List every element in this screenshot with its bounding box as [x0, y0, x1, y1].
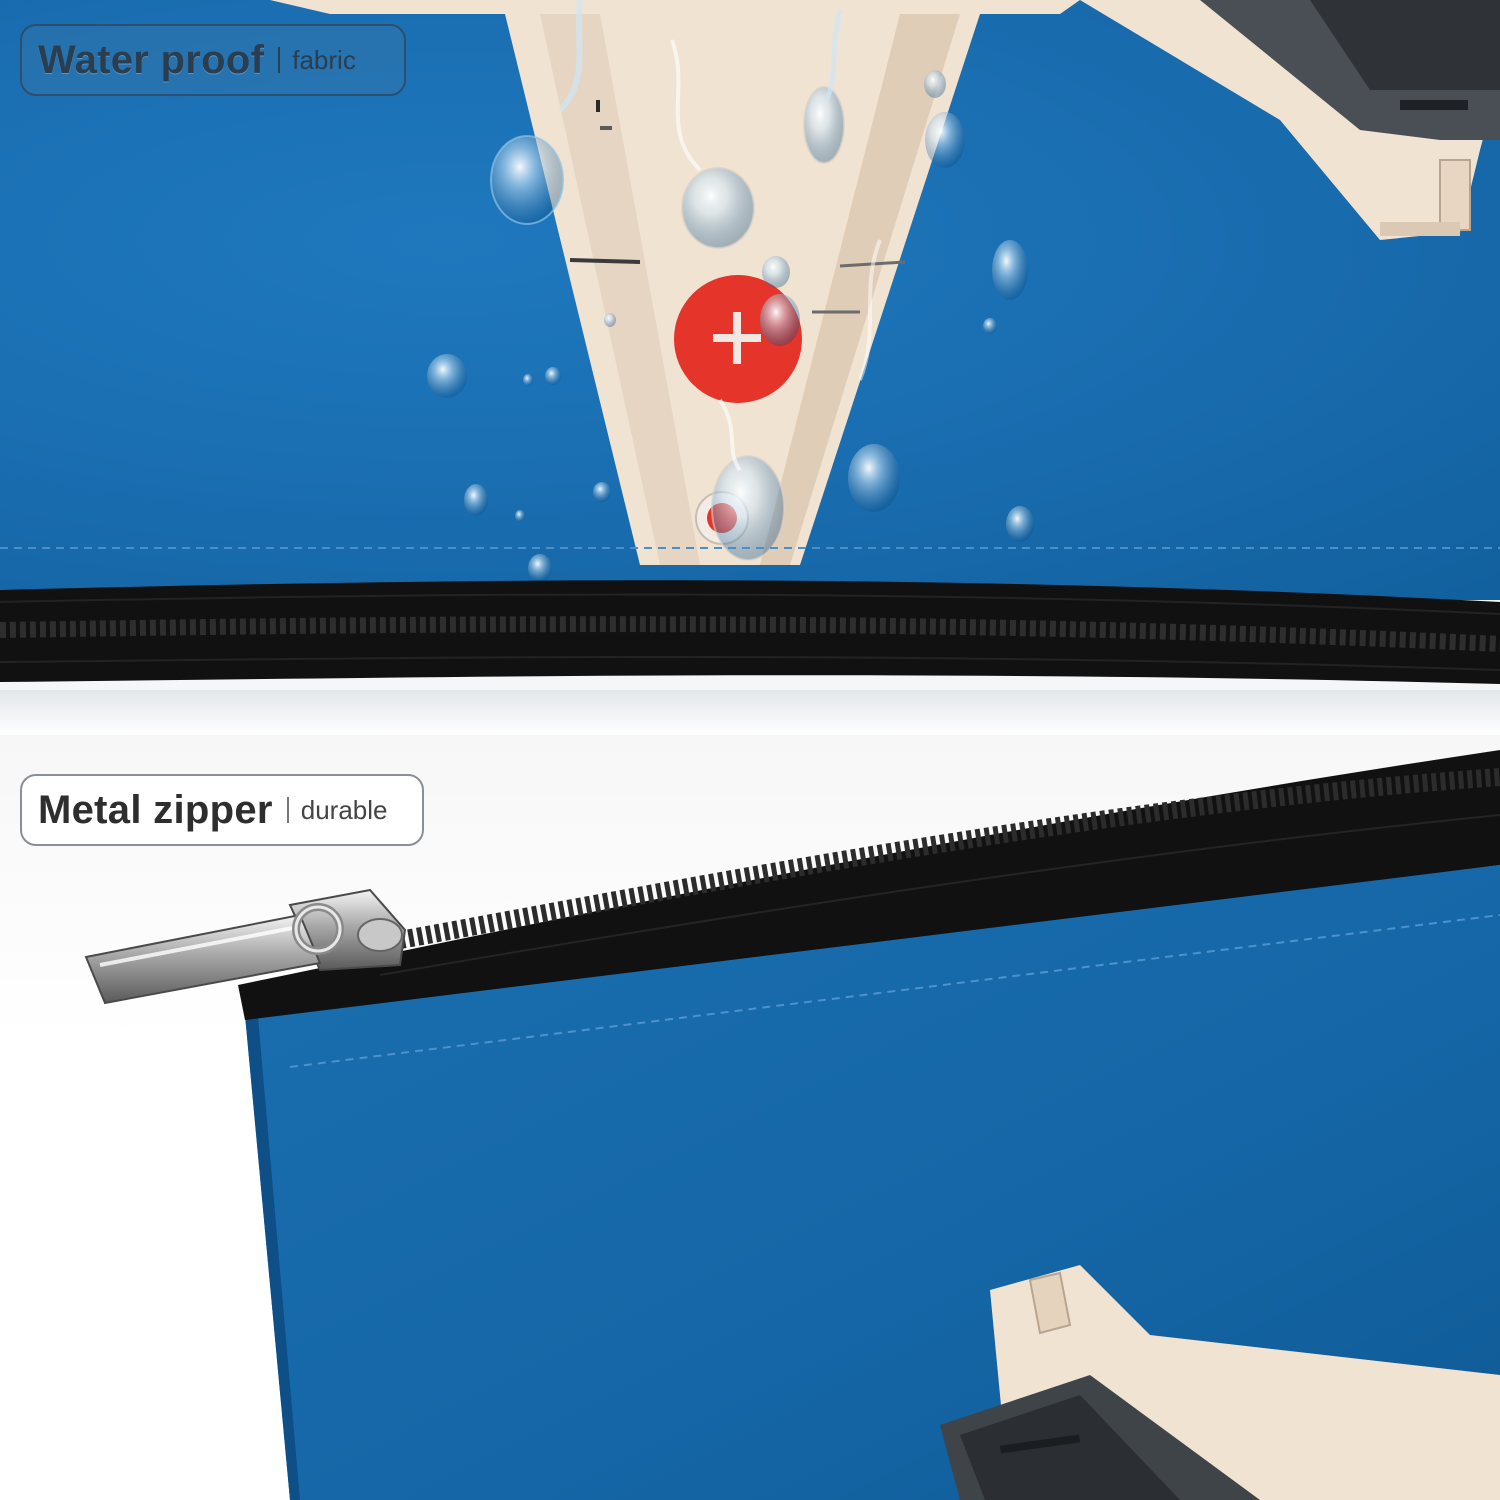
aircraft-print-bottom	[940, 1265, 1500, 1500]
zipper-scene	[84, 750, 1500, 1500]
metal-zipper-badge: Metal zipper durable	[20, 774, 424, 846]
zipper-tape-top	[0, 580, 1500, 684]
badge-title: Water proof	[38, 37, 265, 82]
badge-subtitle: fabric	[292, 44, 356, 75]
aircraft-print-top	[0, 0, 1500, 582]
water-drop-icon	[427, 0, 1034, 582]
badge-title: Metal zipper	[38, 787, 273, 832]
zipper-pull-icon	[84, 888, 407, 1005]
wing-top	[270, 0, 1080, 14]
waterproof-badge: Water proof fabric	[20, 24, 406, 96]
badge-separator	[286, 797, 289, 823]
badge-separator	[278, 47, 281, 73]
zipper-detail-panel	[0, 735, 1500, 1500]
waterproof-detail-panel	[0, 0, 1500, 735]
badge-subtitle: durable	[300, 794, 388, 825]
